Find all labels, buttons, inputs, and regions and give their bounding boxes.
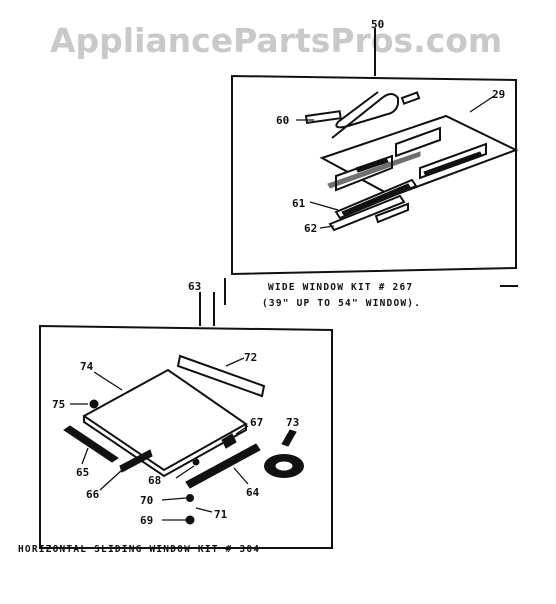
looped-strip-part [331, 91, 399, 139]
wide-kit-caption-line1: WIDE WINDOW KIT # 267 [268, 282, 413, 293]
callout-29: 29 [492, 88, 505, 101]
washer-part-70 [186, 494, 194, 502]
small-clip-part [400, 91, 421, 105]
short-strip-part [304, 110, 342, 125]
leader-29 [469, 95, 495, 113]
leader-71 [195, 507, 213, 513]
right-rail-part-64 [185, 443, 261, 489]
wide-kit-frame [231, 74, 517, 276]
leader-74 [93, 371, 123, 391]
bracket-part-66 [119, 449, 153, 473]
panel-slot-2 [423, 151, 483, 177]
panel-edge-hatch [327, 151, 421, 189]
rail-61-groove [341, 183, 411, 216]
angle-part-67 [221, 433, 237, 449]
screw-part-75 [89, 399, 99, 409]
rail-part-62 [328, 194, 406, 232]
leader-61 [309, 201, 339, 211]
left-rail-part-65 [63, 425, 119, 463]
panel-slot-1 [355, 157, 389, 173]
callout-72: 72 [244, 351, 257, 364]
foam-roll-arrow [281, 429, 297, 447]
callout-50: 50 [371, 18, 384, 31]
callout-71: 71 [214, 508, 228, 521]
leader-62 [319, 225, 335, 229]
callout-60: 60 [276, 114, 289, 127]
foam-roll-core [274, 460, 294, 472]
watermark-text: AppliancePartsPros.com [50, 21, 502, 60]
horizontal-kit-frame [39, 324, 333, 549]
panel-block-2 [395, 126, 441, 158]
callout-65: 65 [76, 466, 89, 479]
callout-66: 66 [86, 488, 100, 501]
horizontal-kit-group: 63 72 74 75 65 66 67 64 68 [18, 280, 333, 555]
leader-72 [225, 357, 245, 367]
callout-67: 67 [250, 416, 263, 429]
callout-75: 75 [52, 398, 65, 411]
wide-kit-caption-line2: (39" UP TO 54" WINDOW). [262, 298, 421, 309]
callout-73: 73 [286, 416, 299, 429]
leader-65 [81, 447, 89, 465]
extension-panel-29 [319, 114, 519, 198]
leader-66 [99, 469, 123, 491]
leader-67 [235, 425, 249, 435]
horizontal-kit-caption: HORIZONTAL SLIDING WINDOW KIT # 304 [18, 544, 260, 555]
callout-74: 74 [80, 360, 94, 373]
bolt-part-68 [192, 458, 200, 466]
small-bracket-62 [374, 202, 409, 224]
nut-part-69 [185, 515, 195, 525]
callout-62: 62 [304, 222, 317, 235]
leader-68 [175, 465, 195, 479]
callout-64: 64 [246, 486, 260, 499]
leader-70 [161, 497, 187, 501]
callout-68: 68 [148, 474, 161, 487]
callout-61: 61 [292, 197, 306, 210]
leader-64 [233, 467, 249, 485]
callout-69: 69 [140, 514, 153, 527]
callout-70: 70 [140, 494, 153, 507]
callout-63: 63 [188, 280, 201, 293]
wide-window-kit-group: 50 60 29 61 62 WIDE WINDOW KIT # 26 [224, 18, 519, 309]
strip-part-72 [176, 354, 266, 398]
